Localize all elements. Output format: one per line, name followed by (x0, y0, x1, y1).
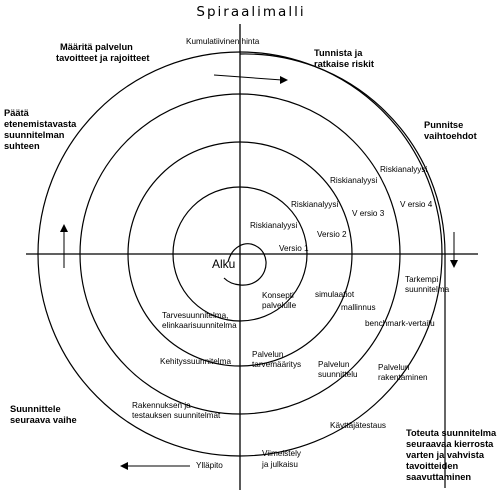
label-service-design: Palvelun suunnittelu (318, 360, 358, 379)
label-version-1: Versio 1 (279, 244, 309, 253)
arrow-down (450, 232, 458, 268)
label-risk-analysis-2: Riskianalyysi (291, 200, 338, 209)
arrow-right (213, 74, 288, 84)
label-requirements-plan: Tarvesuunnitelma, elinkaarisuunnitelma (162, 311, 237, 330)
label-version-2: Versio 2 (317, 230, 347, 239)
quadrant-decide-approach: Päätä etenemistavasta suunnitelman suhte… (4, 108, 79, 151)
label-detailed-plan: Tarkempi suunnitelma (405, 275, 450, 294)
quadrant-identify-risks: Tunnista ja ratkaise riskit (314, 48, 374, 69)
label-cumulative-cost: Kumulatiivinen hinta (186, 37, 260, 46)
label-build-test-plans: Rakennuksen ja testauksen suunnitelmat (132, 401, 221, 420)
label-development-plan: Kehityssuunnitelma (160, 357, 231, 366)
label-maintenance: Ylläpito (196, 461, 223, 470)
quadrant-implement-plan: Toteuta suunnitelma seuraavaa kierrosta … (406, 428, 499, 482)
arrow-left (120, 462, 190, 470)
label-risk-analysis-3: Riskianalyysi (330, 176, 377, 185)
start-label: Alku (212, 257, 235, 271)
label-requirements-spec: Palvelun tarvemääritys (252, 350, 301, 369)
label-simulations: simulaatiot (315, 290, 355, 299)
label-risk-analysis-4: Riskianalyysi (380, 165, 427, 174)
label-version-3: V ersio 3 (352, 209, 385, 218)
label-concept: Konsepti palvelulle (262, 291, 297, 310)
arrow-up (60, 224, 68, 268)
label-version-4: V ersio 4 (400, 200, 433, 209)
quadrant-evaluate-alternatives: Punnitse vaihtoehdot (424, 120, 477, 141)
quadrant-plan-next-phase: Suunnittele seuraava vaihe (10, 404, 77, 425)
spiral-outer-arc (239, 53, 446, 488)
label-modelling: mallinnus (341, 303, 376, 312)
label-service-build: Palvelun rakentaminen (378, 363, 428, 382)
label-finishing-release: Viimeistely ja julkaisu (261, 449, 303, 469)
label-user-testing: Käyttäjätestaus (330, 421, 386, 430)
label-benchmarking: benchmark-vertailu (365, 319, 435, 328)
quadrant-define-goals: Määritä palvelun tavoitteet ja rajoittee… (56, 42, 150, 63)
diagram-title: Spiraalimalli (196, 4, 305, 20)
label-risk-analysis-1: Riskianalyysi (250, 221, 297, 230)
